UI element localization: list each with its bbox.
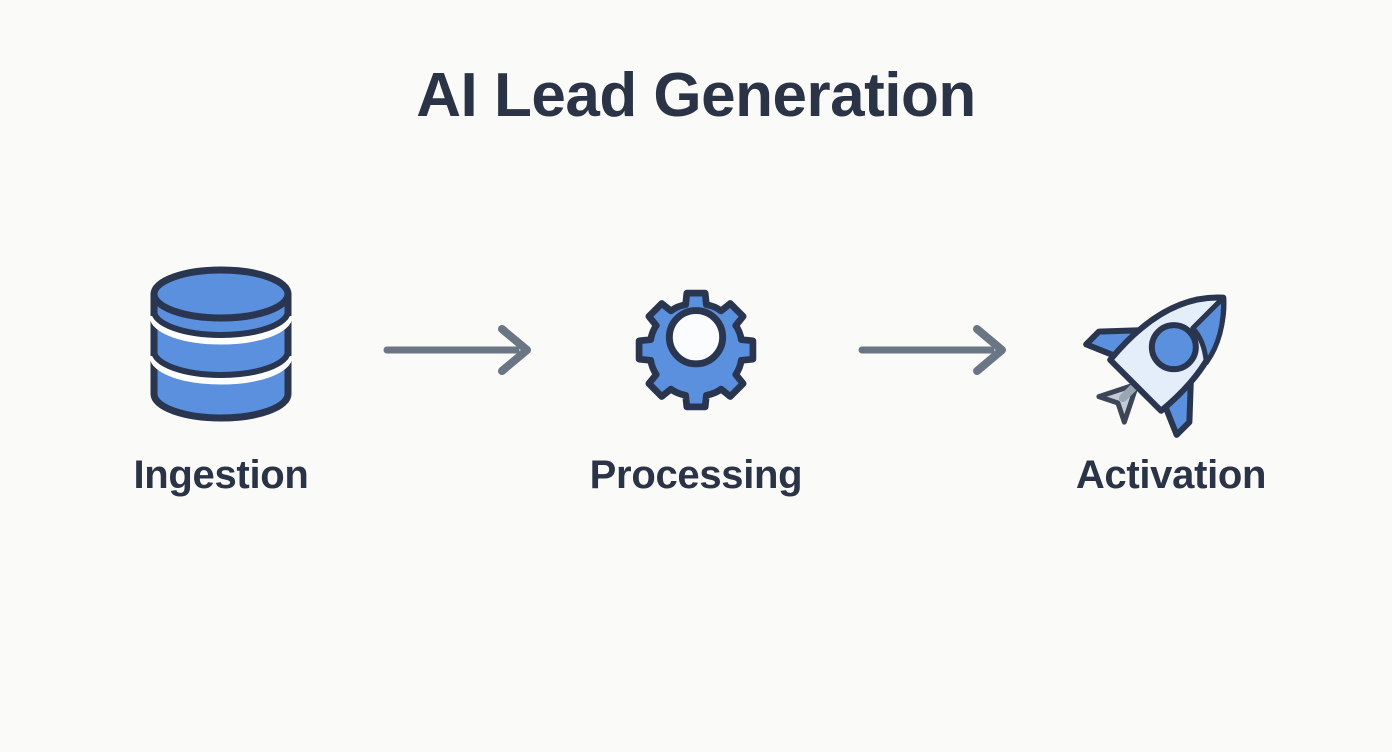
flow-step-label: Ingestion [133,453,309,497]
flow-step-processing: Processing [571,262,821,497]
rocket-icon [1082,262,1254,438]
database-icon [146,262,296,437]
gear-icon [621,262,771,437]
arrow-right-icon [371,262,546,437]
flow-step-activation: Activation [1046,262,1296,497]
flow-step-label: Activation [1075,453,1267,497]
page-title: AI Lead Generation [416,61,976,130]
flow-step-ingestion: Ingestion [96,262,346,497]
flow-step-label: Processing [589,453,803,497]
arrow-right-icon [846,262,1021,437]
flow-row: Ingestion Processing [96,262,1296,532]
